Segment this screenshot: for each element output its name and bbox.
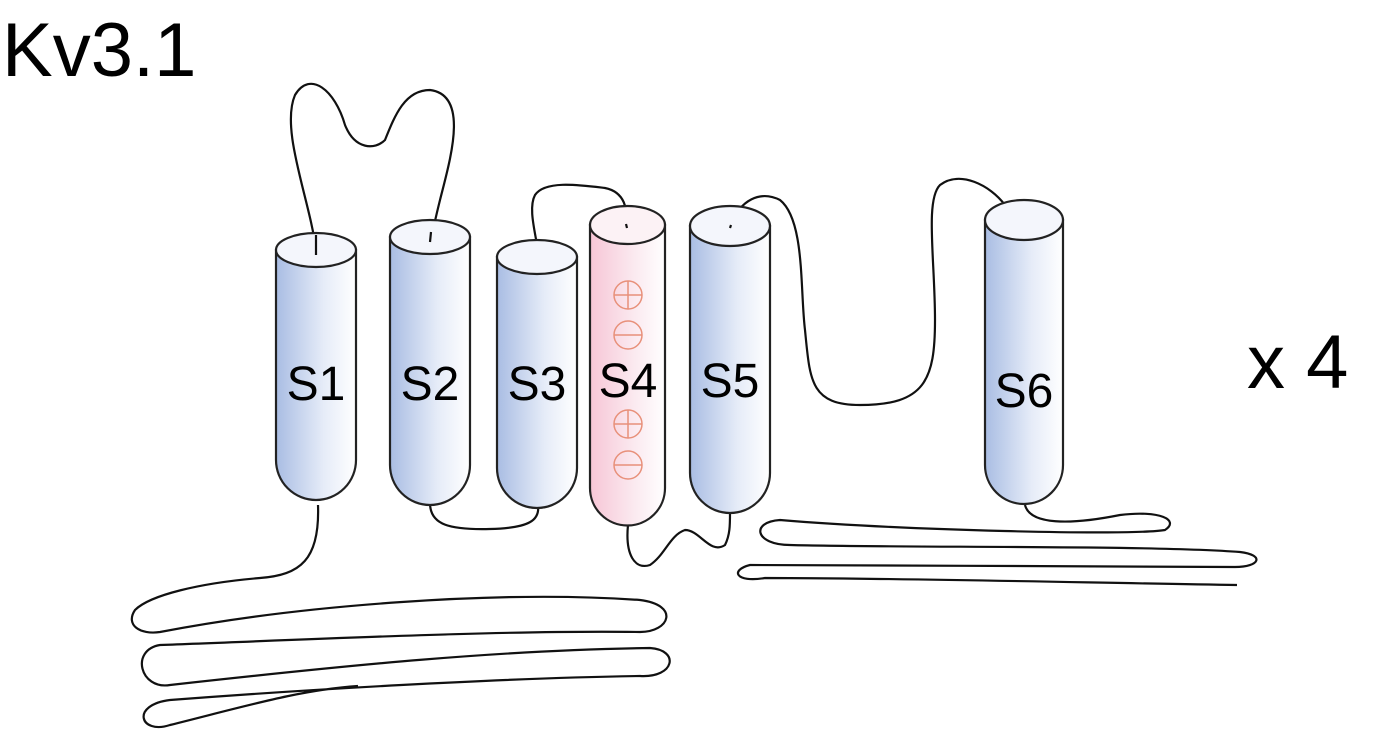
s4-s5-linker bbox=[626, 512, 732, 568]
helix-s4-voltage-sensor: S4 bbox=[588, 204, 667, 527]
helix-label: S4 bbox=[599, 355, 658, 408]
s2-s3-intracellular-loop bbox=[428, 502, 540, 531]
helix-label: S1 bbox=[287, 358, 346, 411]
diagram-title: Kv3.1 bbox=[2, 8, 196, 93]
tetramer-multiplier: x 4 bbox=[1247, 320, 1348, 405]
positive-charge-icon bbox=[613, 409, 643, 439]
helix-label: S5 bbox=[701, 355, 760, 408]
s1-s2-extracellular-loop bbox=[289, 82, 456, 251]
helix-s5: S5 bbox=[688, 204, 772, 515]
helix-s3: S3 bbox=[495, 238, 579, 510]
negative-charge-icon bbox=[613, 320, 643, 350]
helix-s2: S2 bbox=[388, 218, 472, 507]
s3-s4-extracellular-loop bbox=[530, 183, 628, 256]
c-terminus-loop bbox=[737, 504, 1258, 587]
positive-charge-icon bbox=[613, 280, 643, 310]
helix-label: S2 bbox=[401, 358, 460, 411]
connecting-loops bbox=[130, 82, 1258, 728]
helix-s1: S1 bbox=[274, 231, 358, 502]
negative-charge-icon bbox=[613, 450, 643, 480]
helix-label: S3 bbox=[508, 358, 567, 411]
s5-s6-pore-loop bbox=[729, 177, 1025, 407]
n-terminus-loop bbox=[130, 504, 671, 728]
helix-label: S6 bbox=[995, 365, 1054, 418]
helix-s6: S6 bbox=[983, 198, 1065, 506]
